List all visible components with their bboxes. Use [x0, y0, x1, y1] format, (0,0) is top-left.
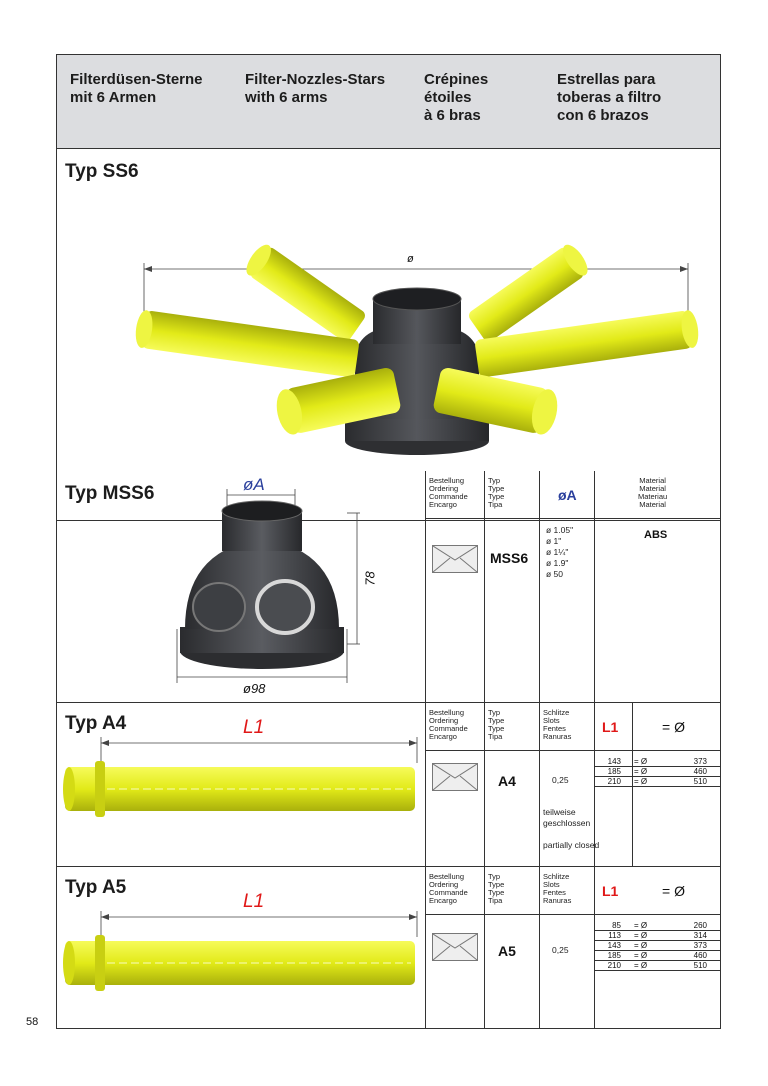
section-title: Typ A4 [65, 713, 127, 734]
col-header-oa: øA [558, 487, 577, 503]
page-number: 58 [26, 1016, 39, 1028]
size-row: 143 = Ø 373 [594, 757, 721, 767]
page-header: Filterdüsen-Sterne mit 6 Armen Filter-No… [57, 55, 720, 149]
col-header-type: Typ Type Type Tipa [488, 872, 505, 905]
row-eq: = Ø [634, 757, 648, 766]
section-mss6: Typ MSS6 øA 78 ø98 [57, 471, 721, 703]
slots-value: 0,25 [552, 775, 569, 785]
row-diameter: 373 [693, 757, 707, 766]
ss6-product-image [135, 244, 699, 455]
order-envelope-icon[interactable] [432, 545, 478, 573]
material-value: ABS [644, 529, 668, 541]
col-header-material: Material Material Materiau Material [638, 476, 668, 509]
sizes-list: ø 1.05" ø 1" ø 1¼" ø 1.9" ø 50 [546, 525, 574, 579]
row-diameter: 314 [693, 931, 707, 940]
size-row: 210 = Ø 510 [594, 777, 721, 787]
row-diameter: 510 [693, 777, 707, 786]
row-l1: 210 [607, 777, 621, 786]
dim-98-label: ø98 [243, 681, 266, 696]
order-envelope-icon[interactable] [432, 933, 478, 961]
row-diameter: 460 [693, 951, 707, 960]
section-title: Typ SS6 [65, 161, 139, 182]
row-eq: = Ø [634, 921, 648, 930]
col-header-l1: L1 [602, 883, 619, 899]
header-french: Crépines étoiles à 6 bras [424, 71, 489, 124]
col-header-type: Typ Type Type Tipa [488, 476, 505, 509]
a5-order-table: Bestellung Ordering Commande Encargo Typ… [425, 867, 721, 1029]
slots-value: 0,25 [552, 945, 569, 955]
col-header-ordering: Bestellung Ordering Commande Encargo [429, 872, 468, 905]
section-title: Typ MSS6 [65, 483, 155, 504]
dim-l1-label: L1 [243, 717, 265, 738]
dim-l1-label: L1 [243, 891, 265, 912]
header-german: Filterdüsen-Sterne mit 6 Armen [70, 71, 203, 106]
row-l1: 185 [607, 767, 621, 776]
col-header-ordering: Bestellung Ordering Commande Encargo [429, 476, 468, 509]
col-header-slots: Schlitze Slots Fentes Ranuras [543, 708, 572, 741]
row-eq: = Ø [634, 941, 648, 950]
row-eq: = Ø [634, 777, 648, 786]
partially-closed-note: teilweise geschlossen partially closed [543, 807, 600, 850]
row-diameter: 510 [693, 961, 707, 970]
ss6-diameter-label: ø [407, 253, 414, 265]
header-english: Filter-Nozzles-Stars with 6 arms [245, 71, 386, 106]
row-l1: 85 [612, 921, 621, 930]
size-row: 210 = Ø 510 [594, 961, 721, 971]
row-l1: 113 [608, 931, 621, 940]
order-envelope-icon[interactable] [432, 763, 478, 791]
row-l1: 185 [607, 951, 621, 960]
section-ss6: Typ SS6 [57, 149, 720, 521]
row-diameter: 373 [693, 941, 707, 950]
section-title: Typ A5 [65, 877, 127, 898]
col-header-diameter: = Ø [662, 719, 685, 735]
col-header-l1: L1 [602, 719, 619, 735]
row-l1: 143 [607, 757, 621, 766]
dim-oa-label: øA [243, 475, 265, 494]
row-l1: 210 [607, 961, 621, 970]
col-header-slots: Schlitze Slots Fentes Ranuras [543, 872, 572, 905]
a4-nozzle-image [63, 737, 418, 817]
type-value: A5 [498, 943, 516, 959]
size-row: 143 = Ø 373 [594, 941, 721, 951]
type-value: A4 [498, 773, 516, 789]
col-header-diameter: = Ø [662, 883, 685, 899]
row-eq: = Ø [634, 961, 648, 970]
dim-78-label: 78 [362, 571, 378, 586]
a5-nozzle-image [63, 911, 418, 991]
row-l1: 143 [607, 941, 621, 950]
size-row: 185 = Ø 460 [594, 951, 721, 961]
section-a5: Typ A5 L1 Bestellung Ordering Commande E [57, 867, 721, 1029]
mss6-order-table: Bestellung Ordering Commande Encargo Typ… [425, 471, 721, 703]
col-header-ordering: Bestellung Ordering Commande Encargo [429, 708, 468, 741]
section-a4: Typ A4 L1 Bestellung Ordering Com [57, 703, 721, 867]
catalog-frame: Filterdüsen-Sterne mit 6 Armen Filter-No… [56, 54, 721, 1029]
row-diameter: 460 [693, 767, 707, 776]
mss6-product-image [176, 489, 360, 683]
size-row: 113 = Ø 314 [594, 931, 721, 941]
row-eq: = Ø [634, 951, 648, 960]
a4-order-table: Bestellung Ordering Commande Encargo Typ… [425, 703, 721, 867]
header-spanish: Estrellas para toberas a filtro con 6 br… [557, 71, 662, 124]
row-eq: = Ø [634, 931, 648, 940]
row-diameter: 260 [693, 921, 707, 930]
col-header-type: Typ Type Type Tipa [488, 708, 505, 741]
size-row: 185 = Ø 460 [594, 767, 721, 777]
type-value: MSS6 [490, 550, 529, 566]
size-row: 85 = Ø 260 [594, 921, 721, 931]
row-eq: = Ø [634, 767, 648, 776]
